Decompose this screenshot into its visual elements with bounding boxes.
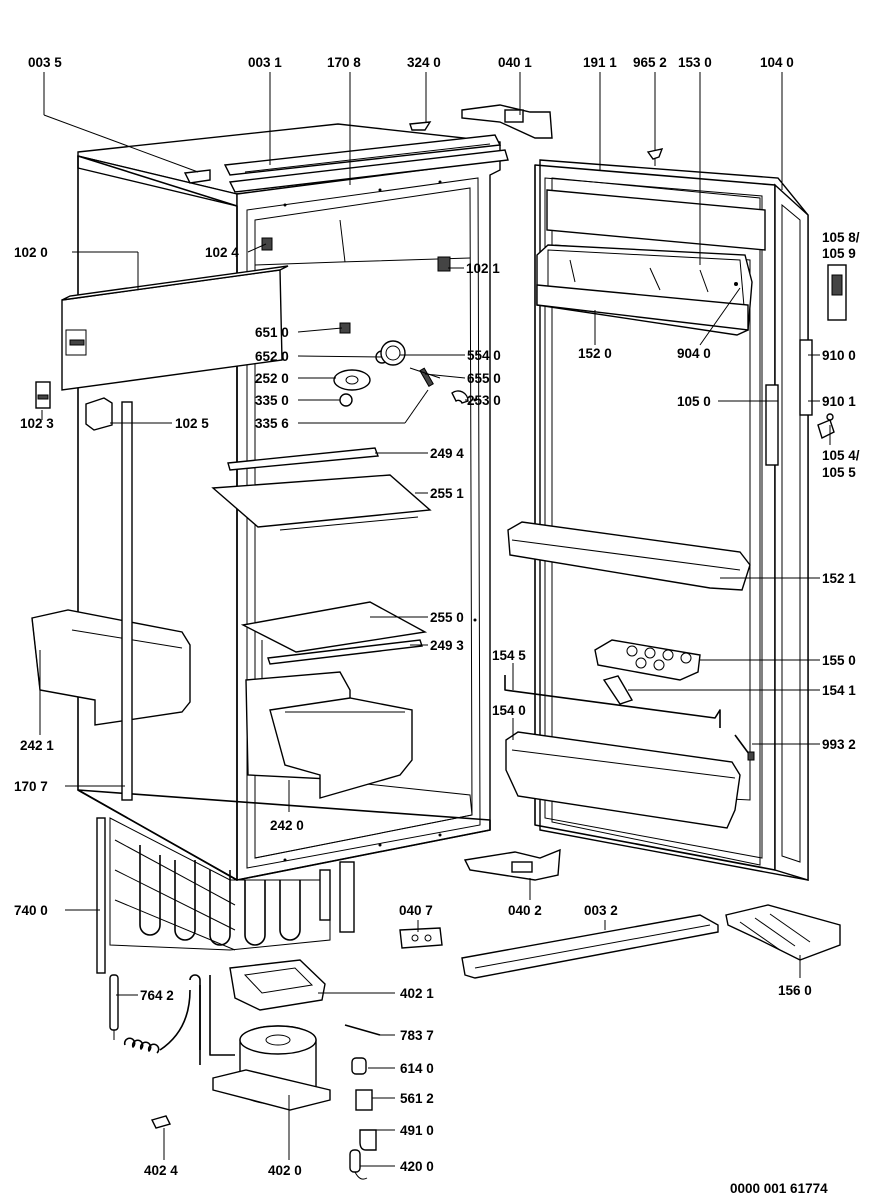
door-bins (504, 521, 755, 829)
callout-104-0: 104 0 (760, 55, 794, 70)
callout-655-0: 655 0 (467, 371, 501, 386)
small-brackets (35, 381, 113, 431)
callout-105-9: 105 9 (822, 246, 856, 261)
callout-324-0: 324 0 (407, 55, 441, 70)
callout-105-5: 105 5 (822, 465, 856, 480)
callout-253-0: 253 0 (467, 393, 501, 408)
callout-910-1: 910 1 (822, 394, 856, 409)
callout-152-1: 152 1 (822, 571, 856, 586)
top-rails (183, 121, 509, 193)
callout-335-0: 335 0 (255, 393, 289, 408)
callout-156-0: 156 0 (778, 983, 812, 998)
callout-764-2: 764 2 (140, 988, 174, 1003)
callout-904-0: 904 0 (677, 346, 711, 361)
callout-993-2: 993 2 (822, 737, 856, 752)
callout-255-1: 255 1 (430, 486, 464, 501)
side-strips (96, 401, 133, 974)
callout-614-0: 614 0 (400, 1061, 434, 1076)
callout-105-8: 105 8/ (822, 230, 860, 245)
callout-910-0: 910 0 (822, 348, 856, 363)
condenser (109, 817, 355, 951)
callout-102-0: 102 0 (14, 245, 48, 260)
bottom-parts (461, 904, 841, 979)
callout-102-5: 102 5 (175, 416, 209, 431)
callout-402-1: 402 1 (400, 986, 434, 1001)
callout-965-2: 965 2 (633, 55, 667, 70)
callout-003-2: 003 2 (584, 903, 618, 918)
callout-003-5: 003 5 (28, 55, 62, 70)
callout-003-1: 003 1 (248, 55, 282, 70)
callout-102-3: 102 3 (20, 416, 54, 431)
callout-249-3: 249 3 (430, 638, 464, 653)
callout-783-7: 783 7 (400, 1028, 434, 1043)
callout-labels: 003 5 003 1 170 8 324 0 040 1 191 1 965 … (14, 55, 860, 1196)
callout-242-0: 242 0 (270, 818, 304, 833)
compressor-group (109, 959, 381, 1180)
callout-102-4: 102 4 (205, 245, 239, 260)
door (534, 148, 847, 881)
hinges (399, 104, 561, 949)
callout-652-0: 652 0 (255, 349, 289, 364)
glass-shelves (211, 447, 432, 665)
callout-040-7: 040 7 (399, 903, 433, 918)
callout-242-1: 242 1 (20, 738, 54, 753)
callout-154-5: 154 5 (492, 648, 526, 663)
callout-561-2: 561 2 (400, 1091, 434, 1106)
callout-191-1: 191 1 (583, 55, 617, 70)
callout-420-0: 420 0 (400, 1159, 434, 1174)
callout-040-2: 040 2 (508, 903, 542, 918)
callout-105-4: 105 4/ (822, 448, 860, 463)
callout-402-0: 402 0 (268, 1163, 302, 1178)
callout-651-0: 651 0 (255, 325, 289, 340)
callout-040-1: 040 1 (498, 55, 532, 70)
callout-170-8: 170 8 (327, 55, 361, 70)
callout-152-0: 152 0 (578, 346, 612, 361)
callout-554-0: 554 0 (467, 348, 501, 363)
callout-155-0: 155 0 (822, 653, 856, 668)
callout-105-0: 105 0 (677, 394, 711, 409)
callout-170-7: 170 7 (14, 779, 48, 794)
leader-lines (39, 72, 831, 1167)
callout-252-0: 252 0 (255, 371, 289, 386)
callout-153-0: 153 0 (678, 55, 712, 70)
callout-335-6: 335 6 (255, 416, 289, 431)
callout-255-0: 255 0 (430, 610, 464, 625)
thermostat-assembly (333, 322, 469, 407)
callout-102-1: 102 1 (466, 261, 500, 276)
callout-491-0: 491 0 (400, 1123, 434, 1138)
callout-402-4: 402 4 (144, 1163, 178, 1178)
callout-154-0: 154 0 (492, 703, 526, 718)
drawing-number: 0000 001 61774 (730, 1181, 828, 1196)
callout-154-1: 154 1 (822, 683, 856, 698)
callout-740-0: 740 0 (14, 903, 48, 918)
callout-249-4: 249 4 (430, 446, 464, 461)
evaporator-panel (61, 237, 451, 391)
